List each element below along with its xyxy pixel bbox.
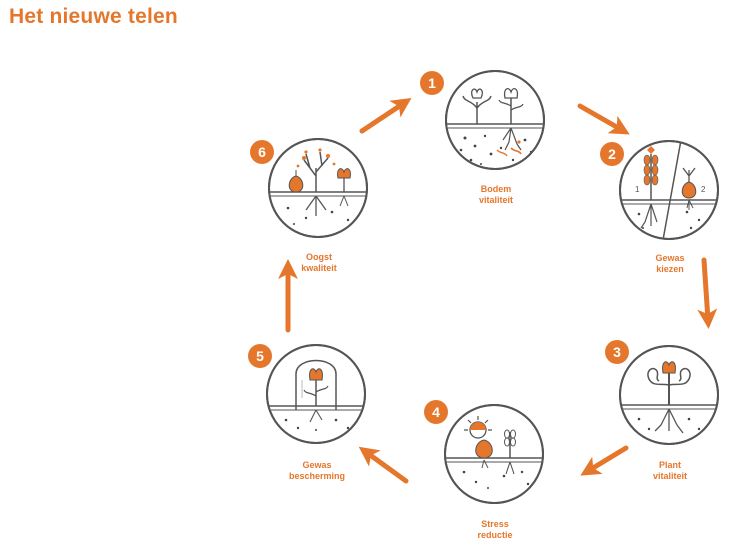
step-1: 1 xyxy=(420,70,545,170)
step-5-badge: 5 xyxy=(248,344,272,368)
crop-choice-icon: 1 2 xyxy=(621,142,717,238)
step-2-badge: 2 xyxy=(600,142,624,166)
svg-text:6: 6 xyxy=(258,144,266,160)
bell-jar-icon xyxy=(268,359,364,431)
arrow-4-to-5 xyxy=(358,446,409,484)
step-6: 6 xyxy=(250,138,368,238)
step-3: 3 xyxy=(605,340,719,445)
step-4: 4 xyxy=(424,400,544,504)
step-3-badge: 3 xyxy=(605,340,629,364)
option-2-label: 2 xyxy=(701,185,706,194)
option-1-label: 1 xyxy=(635,185,640,194)
arrow-3-to-4 xyxy=(580,445,629,476)
arrow-2-to-3 xyxy=(697,257,718,329)
sun-onion-icon xyxy=(446,416,542,489)
svg-text:1: 1 xyxy=(428,75,436,91)
svg-text:2: 2 xyxy=(608,146,616,162)
page-title: Het nieuwe telen xyxy=(9,5,178,28)
harvest-tree-icon xyxy=(270,148,366,225)
arrow-6-to-1 xyxy=(359,98,412,134)
step-4-badge: 4 xyxy=(424,400,448,424)
strong-plant-icon xyxy=(621,361,717,434)
svg-text:3: 3 xyxy=(613,344,621,360)
step-6-badge: 6 xyxy=(250,140,274,164)
soil-plants-icon xyxy=(447,88,543,165)
arrow-1-to-2 xyxy=(577,103,630,135)
step-1-badge: 1 xyxy=(420,71,444,95)
step-2: 1 2 2 xyxy=(600,140,719,240)
step-5: 5 xyxy=(248,344,366,444)
svg-text:4: 4 xyxy=(432,404,440,420)
svg-text:5: 5 xyxy=(256,348,264,364)
